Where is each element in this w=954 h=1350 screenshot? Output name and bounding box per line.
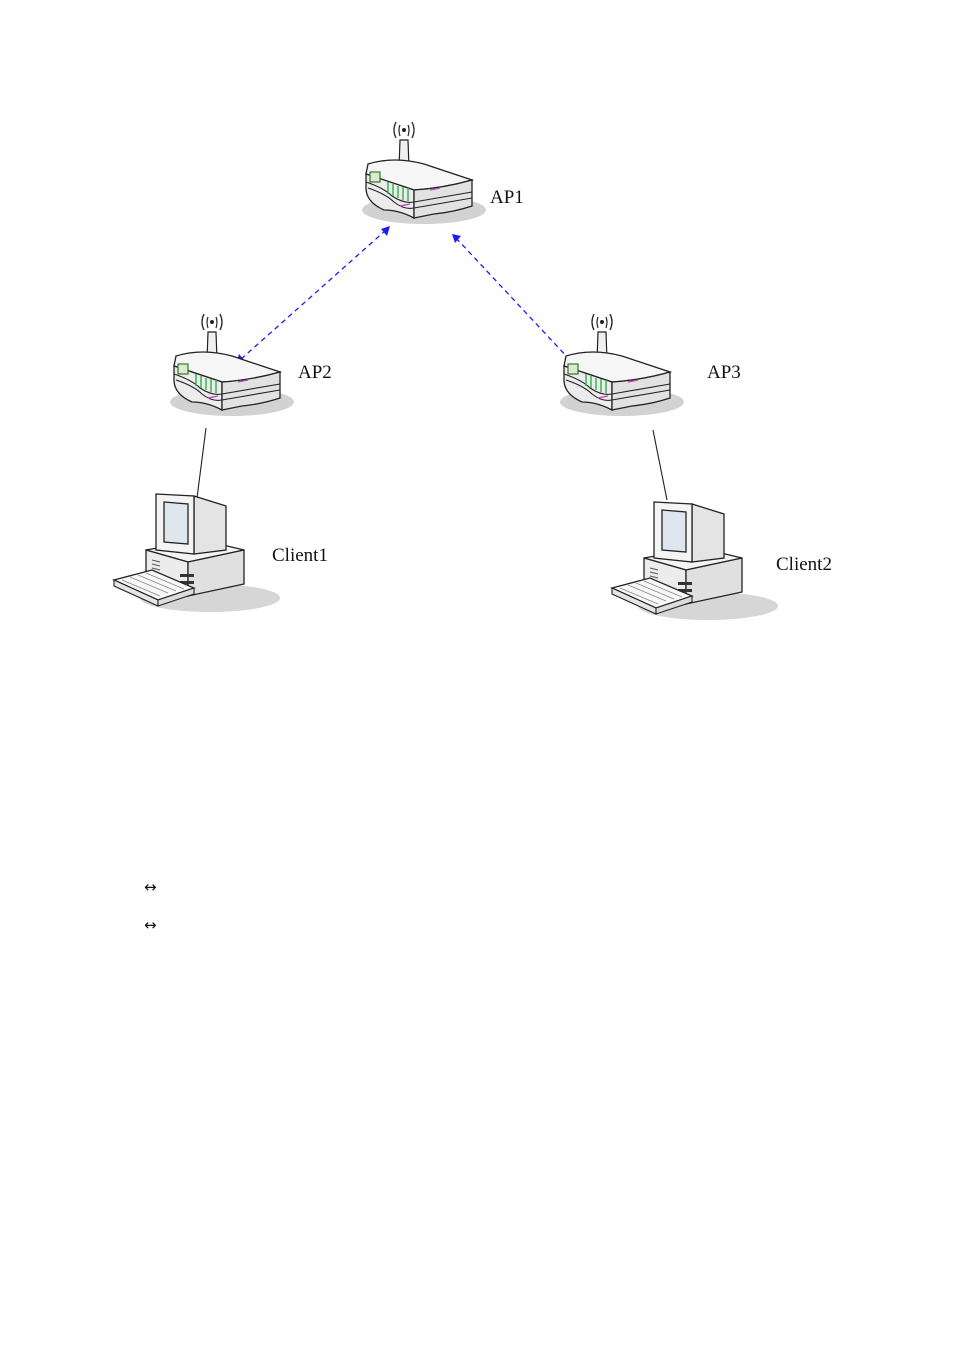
- wireless-router-icon: [362, 122, 486, 224]
- wireless-link-ap1-ap2: [240, 230, 386, 360]
- desktop-computer-icon: [612, 502, 778, 620]
- ap2-label: AP2: [298, 362, 332, 383]
- node-ap2: AP2: [170, 314, 332, 416]
- wired-link-ap2-client1: [197, 428, 206, 498]
- arrowhead-icon: [381, 226, 390, 236]
- wired-link-ap3-client2: [653, 430, 667, 500]
- ap3-label: AP3: [707, 362, 741, 383]
- ap1-label: AP1: [490, 187, 524, 208]
- arrowhead-icon: [452, 234, 461, 243]
- wireless-link-ap1-ap3: [456, 238, 570, 360]
- node-client1: Client1: [114, 494, 328, 612]
- bidirectional-arrow-note-2: ↔: [144, 918, 157, 933]
- client2-label: Client2: [776, 554, 832, 575]
- node-ap3: AP3: [560, 314, 741, 416]
- wireless-router-icon: [560, 314, 684, 416]
- desktop-computer-icon: [114, 494, 280, 612]
- bidirectional-arrow-note-1: ↔: [144, 880, 157, 895]
- client1-label: Client1: [272, 545, 328, 566]
- node-client2: Client2: [612, 502, 832, 620]
- node-ap1: AP1: [362, 122, 524, 224]
